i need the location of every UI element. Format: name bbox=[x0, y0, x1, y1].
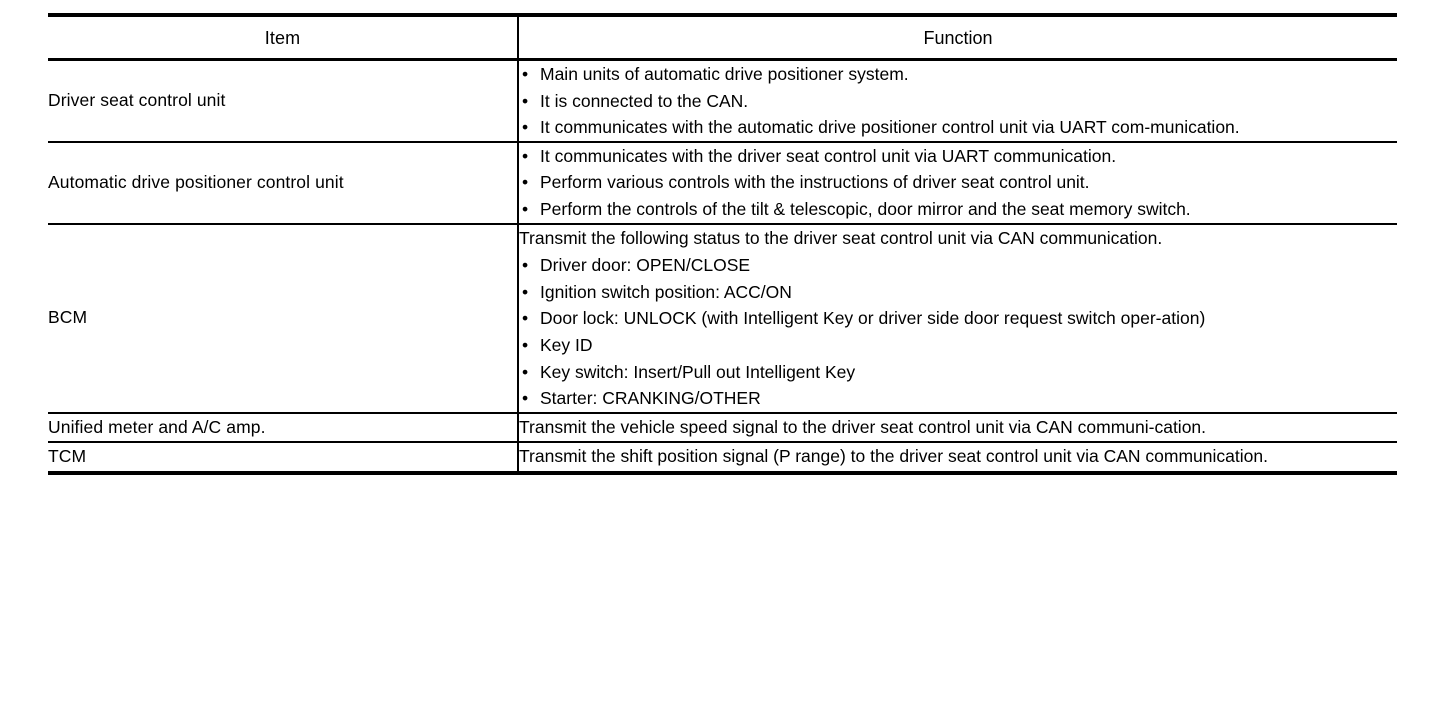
bullet-icon: • bbox=[522, 255, 529, 276]
list-item: • Driver door: OPEN/CLOSE bbox=[519, 252, 1397, 279]
column-header-function: Function bbox=[518, 13, 1397, 61]
list-item: • Main units of automatic drive positione… bbox=[519, 61, 1397, 88]
row-function-cell: • Main units of automatic drive positione… bbox=[518, 59, 1397, 143]
function-bullet-list: • Driver door: OPEN/CLOSE • Ignition switc… bbox=[519, 252, 1397, 412]
row-function-cell: Transmit the vehicle speed signal to the… bbox=[518, 412, 1397, 444]
list-item: • Key ID bbox=[519, 332, 1397, 359]
list-item: • It communicates with the driver seat co… bbox=[519, 143, 1397, 170]
list-item-text: Starter: CRANKING/OTHER bbox=[540, 388, 761, 409]
bullet-icon: • bbox=[522, 388, 529, 409]
list-item-text: It is connected to the CAN. bbox=[540, 90, 749, 111]
row-item-cell: Driver seat control unit bbox=[48, 59, 519, 143]
row-item-label: BCM bbox=[48, 307, 88, 328]
list-item: • Perform the controls of the tilt & tele… bbox=[519, 196, 1397, 223]
list-item: • It communicates with the automatic driv… bbox=[519, 114, 1397, 141]
row-item-cell: Automatic drive positioner control unit bbox=[48, 141, 519, 225]
column-header-item-label: Item bbox=[264, 27, 301, 48]
row-function-cell: • It communicates with the driver seat co… bbox=[518, 141, 1397, 225]
list-item-text: Door lock: UNLOCK (with Intelligent Key … bbox=[540, 308, 1206, 329]
list-item: • Ignition switch position: ACC/ON bbox=[519, 279, 1397, 306]
table-row: Automatic drive positioner control unit … bbox=[48, 141, 1397, 225]
list-item-text: Key ID bbox=[540, 334, 593, 355]
row-item-label: Automatic drive positioner control unit bbox=[48, 171, 344, 192]
list-item: • Key switch: Insert/Pull out Intelligent… bbox=[519, 359, 1397, 386]
bullet-icon: • bbox=[522, 172, 529, 193]
list-item-text: It communicates with the driver seat con… bbox=[540, 145, 1117, 166]
list-item: • Door lock: UNLOCK (with Intelligent Key… bbox=[519, 305, 1397, 332]
row-item-cell: TCM bbox=[48, 442, 519, 475]
bullet-icon: • bbox=[522, 308, 529, 329]
list-item-text: It communicates with the automatic drive… bbox=[540, 117, 1240, 138]
table-row: Driver seat control unit • Main units of … bbox=[48, 59, 1397, 143]
function-lead-text: Transmit the following status to the dri… bbox=[519, 227, 1163, 248]
table-row: Unified meter and A/C amp. Transmit the … bbox=[48, 412, 1397, 444]
table-header: Item Function bbox=[48, 13, 1397, 61]
component-parts-function-table: Item Function Driver seat control unit •… bbox=[48, 13, 1397, 475]
function-bullet-list: • It communicates with the driver seat co… bbox=[519, 143, 1397, 223]
function-bullet-list: • Main units of automatic drive positione… bbox=[519, 61, 1397, 141]
table-body: Driver seat control unit • Main units of … bbox=[48, 59, 1397, 475]
bullet-icon: • bbox=[522, 117, 529, 138]
function-lead-text: Transmit the shift position signal (P ra… bbox=[519, 446, 1268, 467]
list-item-text: Perform various controls with the instru… bbox=[540, 172, 1090, 193]
row-item-cell: Unified meter and A/C amp. bbox=[48, 412, 519, 444]
function-lead-text: Transmit the vehicle speed signal to the… bbox=[519, 416, 1207, 437]
list-item-text: Perform the controls of the tilt & teles… bbox=[540, 198, 1191, 219]
list-item: • Perform various controls with the instr… bbox=[519, 169, 1397, 196]
bullet-icon: • bbox=[522, 145, 529, 166]
list-item: • Starter: CRANKING/OTHER bbox=[519, 385, 1397, 412]
bullet-icon: • bbox=[522, 198, 529, 219]
list-item-text: Main units of automatic drive positioner… bbox=[540, 64, 909, 84]
row-function-cell: Transmit the shift position signal (P ra… bbox=[518, 442, 1397, 475]
list-item: • It is connected to the CAN. bbox=[519, 88, 1397, 115]
row-item-label: Driver seat control unit bbox=[48, 90, 226, 111]
table-row: BCM Transmit the following status to the… bbox=[48, 223, 1397, 414]
bullet-icon: • bbox=[522, 90, 529, 111]
column-header-function-label: Function bbox=[923, 27, 993, 48]
bullet-icon: • bbox=[522, 64, 529, 84]
row-function-cell: Transmit the following status to the dri… bbox=[518, 223, 1397, 414]
list-item-text: Key switch: Insert/Pull out Intelligent … bbox=[540, 361, 856, 382]
bullet-icon: • bbox=[522, 281, 529, 302]
row-item-cell: BCM bbox=[48, 223, 519, 414]
list-item-text: Driver door: OPEN/CLOSE bbox=[540, 255, 751, 276]
table-row: TCM Transmit the shift position signal (… bbox=[48, 442, 1397, 475]
column-header-item: Item bbox=[48, 13, 519, 61]
bullet-icon: • bbox=[522, 334, 529, 355]
bullet-icon: • bbox=[522, 361, 529, 382]
row-item-label: Unified meter and A/C amp. bbox=[48, 416, 266, 437]
list-item-text: Ignition switch position: ACC/ON bbox=[540, 281, 792, 302]
table-header-row: Item Function bbox=[48, 13, 1397, 61]
row-item-label: TCM bbox=[48, 446, 87, 467]
